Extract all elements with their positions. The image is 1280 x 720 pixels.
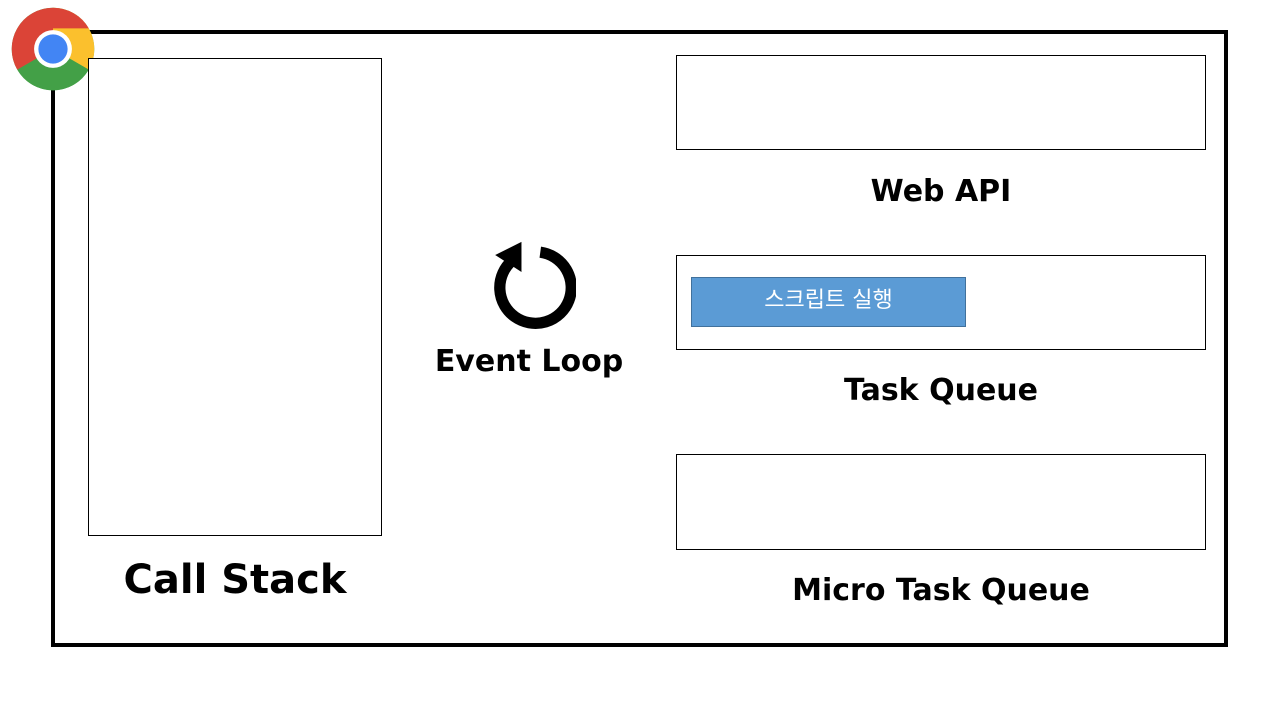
micro-task-queue-label: Micro Task Queue	[792, 573, 1090, 608]
call-stack-box	[88, 58, 382, 536]
event-loop-label: Event Loop	[434, 344, 624, 379]
task-queue-label: Task Queue	[843, 373, 1038, 408]
call-stack-label: Call Stack	[123, 557, 347, 603]
chrome-logo-icon	[11, 7, 95, 91]
task-item-script-execution: 스크립트 실행	[691, 277, 966, 327]
circular-arrow-icon	[494, 241, 576, 329]
web-api-label: Web API	[870, 174, 1012, 209]
web-api-box	[676, 55, 1206, 150]
micro-task-queue-box	[676, 454, 1206, 550]
